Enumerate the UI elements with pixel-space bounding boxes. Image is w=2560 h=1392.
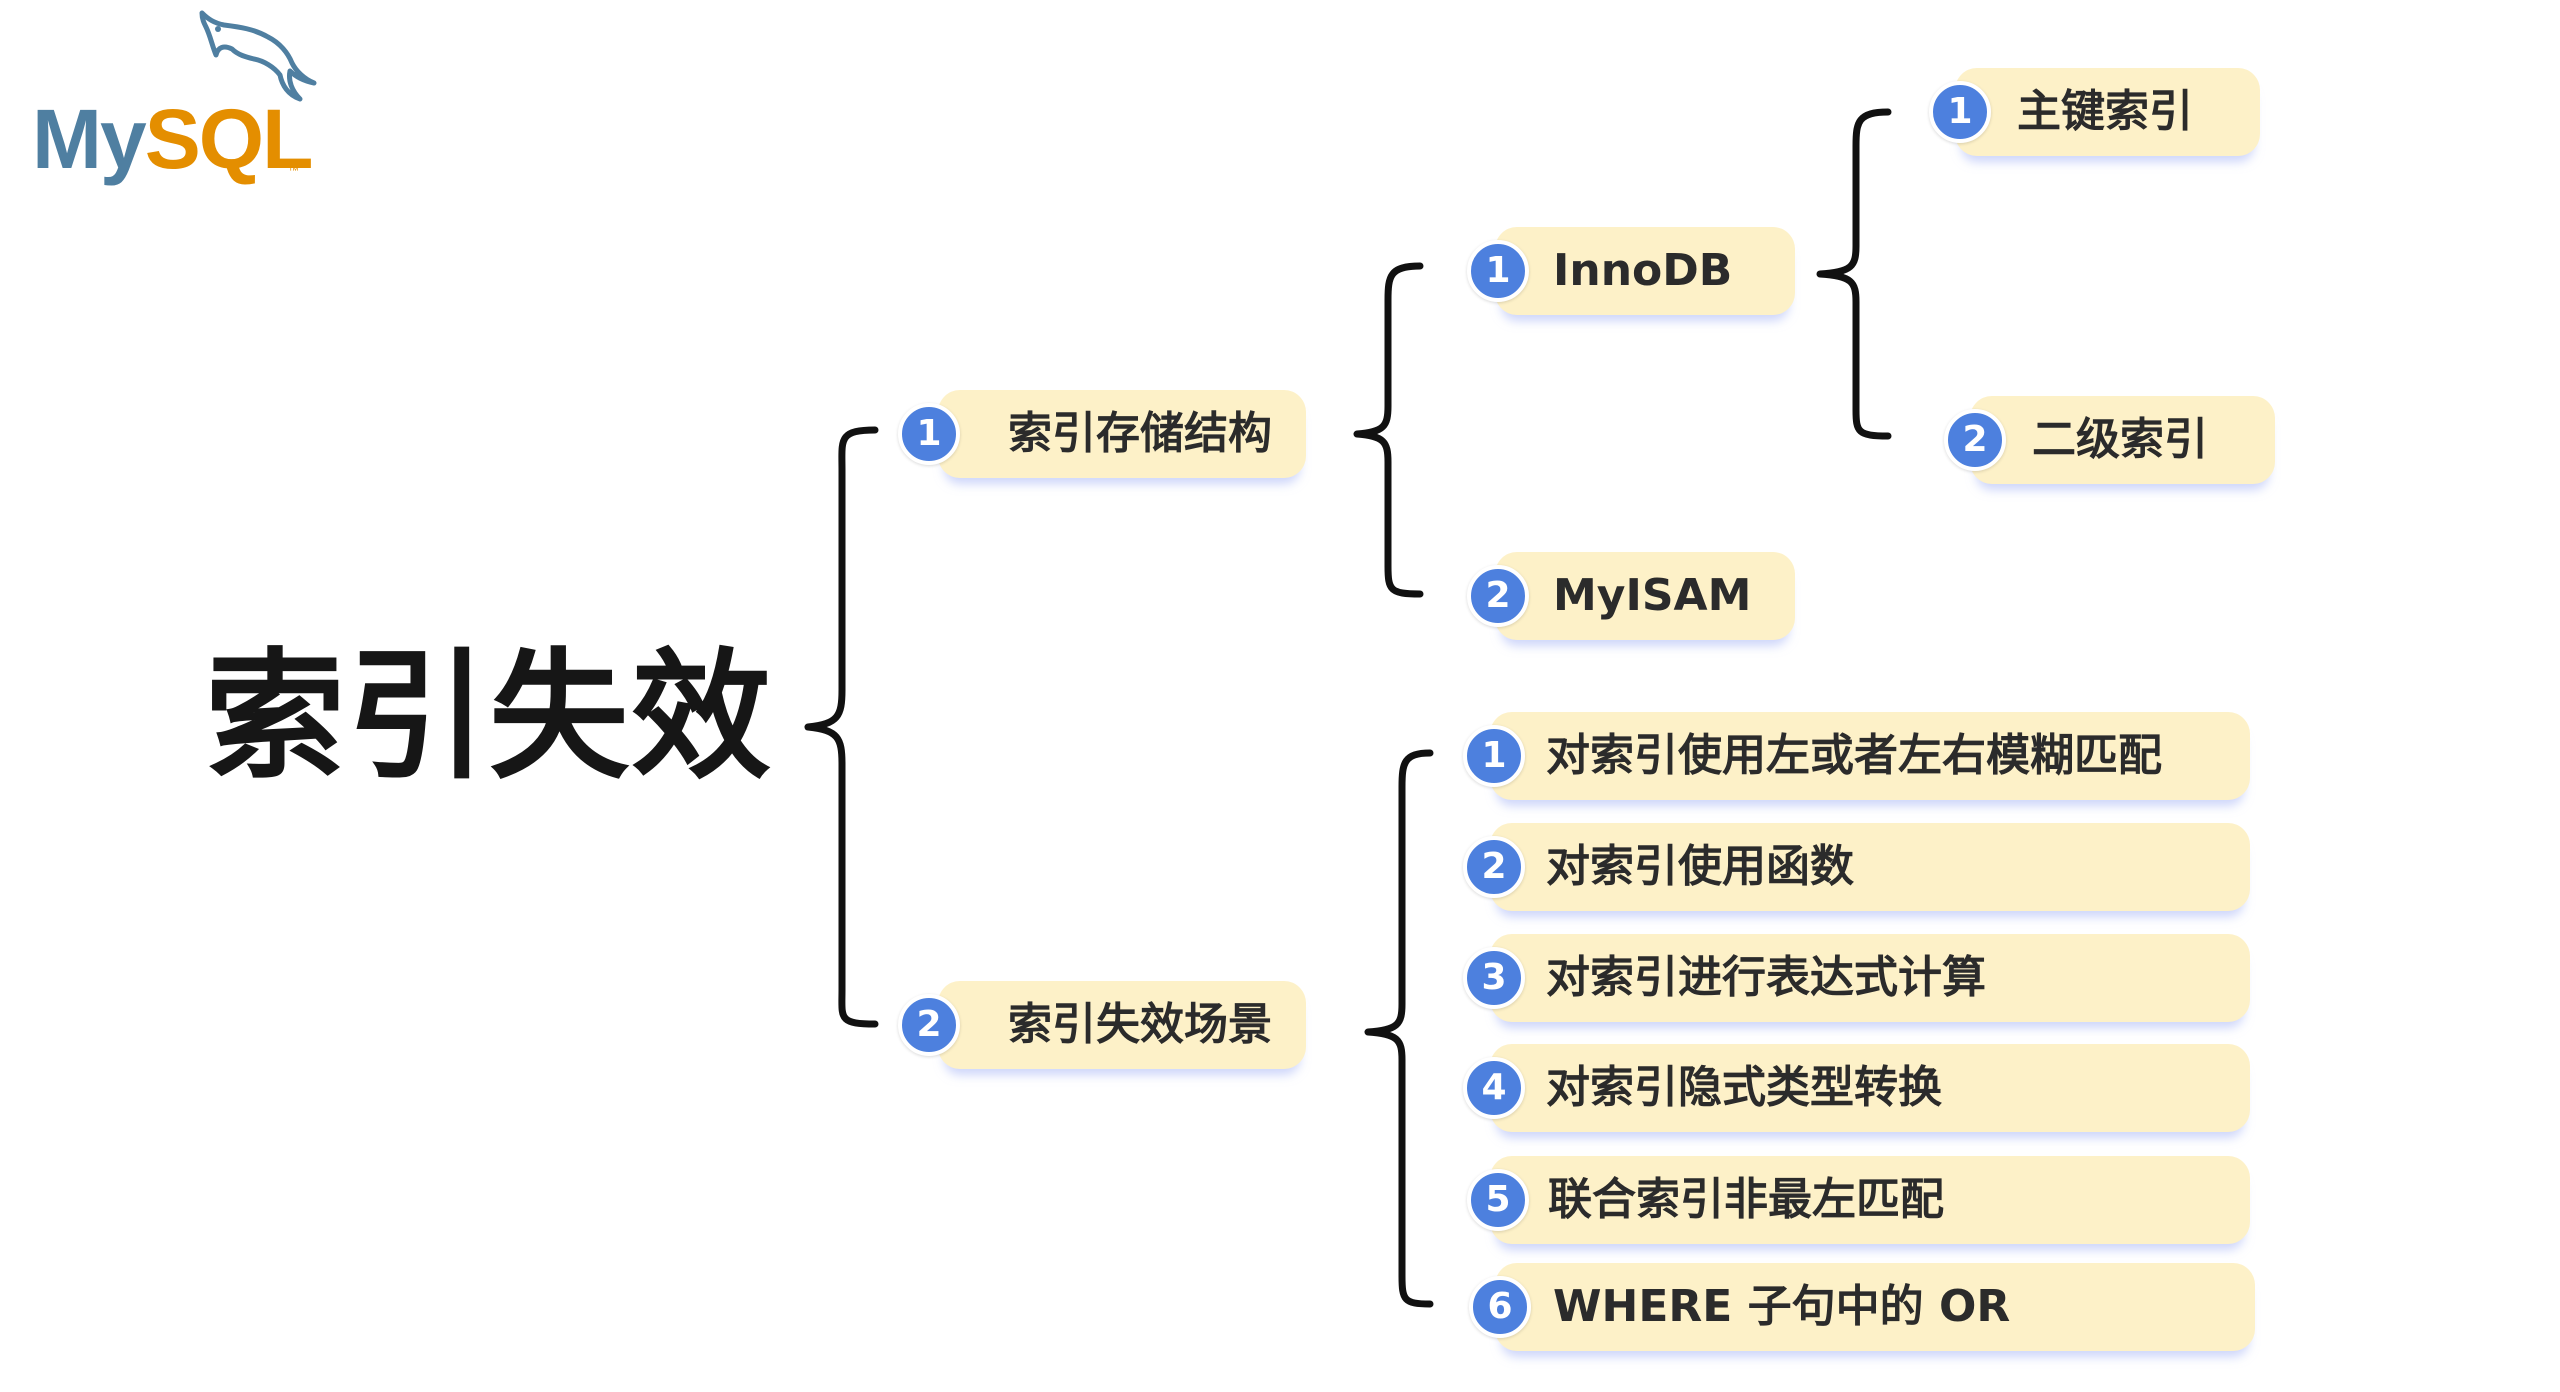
number-badge: 2 bbox=[898, 994, 960, 1056]
number-badge: 4 bbox=[1463, 1057, 1525, 1119]
node-label: 索引存储结构 bbox=[1008, 408, 1272, 459]
node-label: 索引失效场景 bbox=[1008, 999, 1272, 1050]
node-label: 对索引使用函数 bbox=[1546, 841, 1854, 892]
node-label: 对索引隐式类型转换 bbox=[1546, 1062, 1942, 1113]
root-title: 索引失效 bbox=[205, 636, 774, 799]
logo-trademark: ™ bbox=[288, 165, 299, 177]
logo-text-my: My bbox=[32, 92, 147, 186]
node-failure-scenarios: 索引失效场景 bbox=[938, 981, 1306, 1069]
number-badge: 1 bbox=[1463, 725, 1525, 787]
number-badge: 2 bbox=[1944, 409, 2006, 471]
node-scenario-2: 对索引使用函数 bbox=[1490, 823, 2250, 911]
node-scenario-3: 对索引进行表达式计算 bbox=[1490, 934, 2250, 1022]
brace-root bbox=[804, 426, 879, 1028]
number-badge: 1 bbox=[898, 403, 960, 465]
mysql-logo: MySQL ™ bbox=[30, 5, 330, 195]
number-badge: 2 bbox=[1463, 836, 1525, 898]
node-primary-key-index: 主键索引 bbox=[1955, 68, 2260, 156]
brace-innodb bbox=[1816, 108, 1892, 440]
node-myisam: MyISAM bbox=[1495, 552, 1795, 640]
node-storage-structure: 索引存储结构 bbox=[938, 390, 1306, 478]
node-secondary-index: 二级索引 bbox=[1970, 396, 2275, 484]
logo-text-sql: SQL bbox=[144, 92, 314, 186]
node-label: InnoDB bbox=[1553, 245, 1733, 296]
number-badge: 1 bbox=[1467, 240, 1529, 302]
node-label: 主键索引 bbox=[2017, 86, 2193, 137]
node-label: WHERE 子句中的 OR bbox=[1553, 1281, 2011, 1332]
dolphin-icon bbox=[199, 10, 317, 102]
node-innodb: InnoDB bbox=[1495, 227, 1795, 315]
node-label: 二级索引 bbox=[2032, 414, 2208, 465]
node-label: 联合索引非最左匹配 bbox=[1548, 1174, 1944, 1225]
node-label: MyISAM bbox=[1553, 570, 1752, 621]
node-scenario-5: 联合索引非最左匹配 bbox=[1490, 1156, 2250, 1244]
number-badge: 5 bbox=[1467, 1169, 1529, 1231]
node-scenario-4: 对索引隐式类型转换 bbox=[1490, 1044, 2250, 1132]
number-badge: 3 bbox=[1463, 947, 1525, 1009]
node-label: 对索引进行表达式计算 bbox=[1546, 952, 1986, 1003]
brace-storage bbox=[1353, 262, 1424, 598]
number-badge: 1 bbox=[1929, 81, 1991, 143]
node-scenario-6: WHERE 子句中的 OR bbox=[1495, 1263, 2255, 1351]
number-badge: 6 bbox=[1469, 1276, 1531, 1338]
node-scenario-1: 对索引使用左或者左右模糊匹配 bbox=[1490, 712, 2250, 800]
number-badge: 2 bbox=[1467, 565, 1529, 627]
node-label: 对索引使用左或者左右模糊匹配 bbox=[1546, 730, 2162, 781]
brace-scenarios bbox=[1364, 749, 1434, 1308]
